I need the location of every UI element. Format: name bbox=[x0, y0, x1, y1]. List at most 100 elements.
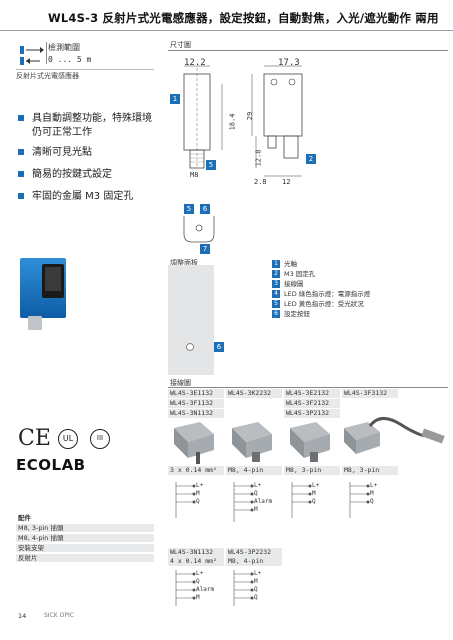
feature-item: 具自動調整功能，特殊環境仍可正常工作 bbox=[18, 112, 158, 140]
model-code: WL4S-3K2232 bbox=[226, 389, 282, 398]
dimensions-title: 尺寸圖 bbox=[168, 40, 448, 50]
models-divider bbox=[168, 387, 448, 388]
wire-label: Q bbox=[254, 586, 258, 593]
ecolab-logo: ECOLAB bbox=[16, 456, 86, 474]
wiring-diagrams bbox=[175, 482, 370, 522]
bullet-square-icon bbox=[18, 171, 24, 177]
models-title: 接線圖 bbox=[168, 378, 448, 388]
callout-marker: 1 bbox=[170, 94, 180, 104]
callout-marker: 2 bbox=[306, 154, 316, 164]
wiring-diagrams-row2 bbox=[175, 570, 254, 606]
wire-label: M bbox=[196, 594, 200, 601]
class-iii-icon: III bbox=[90, 429, 110, 449]
callout-marker: 7 bbox=[200, 244, 210, 254]
connection-spec: M8, 4-pin bbox=[226, 466, 282, 475]
ce-mark-icon: CE bbox=[18, 426, 51, 451]
wire-label: L+ bbox=[312, 482, 320, 489]
cable-sensor-photo bbox=[174, 422, 214, 464]
wire-label: Q bbox=[370, 498, 374, 505]
callout-marker: 5 bbox=[184, 204, 194, 214]
range-label: 檢測範圍 bbox=[48, 43, 80, 52]
connection-spec: 3 x 0.14 mm² bbox=[168, 466, 224, 475]
model-code: WL4S-3N1132 bbox=[168, 548, 224, 557]
product-photo bbox=[20, 258, 72, 332]
model-code: WL4S-3E2132 bbox=[284, 389, 340, 398]
model-code: WL4S-3E1132 bbox=[168, 389, 224, 398]
accessory-item: 反射片 bbox=[16, 554, 154, 563]
wire-label: Alarm bbox=[196, 586, 215, 593]
feature-item: 簡易的按鍵式設定 bbox=[18, 168, 158, 182]
wire-label: M bbox=[254, 506, 258, 513]
wire-label: M bbox=[312, 490, 316, 497]
sensor-type-icon bbox=[20, 44, 44, 66]
range-divider bbox=[46, 42, 47, 64]
wire-label: L+ bbox=[370, 482, 378, 489]
dim-height-side: 29 bbox=[246, 111, 255, 121]
accessory-item: M8, 3-pin 插頭 bbox=[16, 524, 154, 533]
pigtail-sensor-photo bbox=[344, 417, 445, 454]
adjust-panel bbox=[168, 265, 214, 375]
page-header bbox=[0, 0, 453, 30]
bullet-square-icon bbox=[18, 193, 24, 199]
dim-width-side: 17.3 bbox=[278, 58, 300, 68]
callout-marker: 6 bbox=[200, 204, 210, 214]
adjust-panel-detail bbox=[183, 216, 215, 243]
page-title: WL4S-3 反射片式光電感應器，設定按鈕，自動對焦，入光/遮光動作 兩用 bbox=[48, 11, 439, 25]
wire-label: L+ bbox=[196, 570, 204, 577]
feature-item: 牢固的金屬 M3 固定孔 bbox=[18, 190, 158, 204]
adjust-title: 調整面板 bbox=[168, 258, 264, 268]
wire-label: Q bbox=[254, 594, 258, 601]
wire-label: L+ bbox=[254, 482, 262, 489]
wire-label: L+ bbox=[254, 570, 262, 577]
connection-spec: M8, 4-pin bbox=[226, 557, 282, 566]
model-code: WL4S-3F2132 bbox=[284, 399, 340, 408]
model-code: WL4S-3P2232 bbox=[226, 548, 282, 557]
dim-bottom-offset: 2.8 bbox=[254, 178, 267, 186]
connection-spec: M8, 3-pin bbox=[284, 466, 340, 475]
connection-spec: 4 x 0.14 mm² bbox=[168, 557, 224, 566]
model-code: WL4S-3F3132 bbox=[342, 389, 398, 398]
dimensions-divider bbox=[168, 50, 448, 51]
dim-width-front: 12.2 bbox=[184, 58, 206, 68]
callout-marker: 6 bbox=[214, 342, 224, 352]
dim-bottom-width: 12 bbox=[282, 178, 291, 186]
model-code: WL4S-3P2132 bbox=[284, 409, 340, 418]
dim-height-connector: 12.8 bbox=[254, 149, 263, 167]
dimension-drawing bbox=[183, 65, 303, 177]
wire-label: M bbox=[196, 490, 200, 497]
callout-marker: 5 bbox=[206, 160, 216, 170]
header-divider bbox=[0, 30, 453, 31]
model-code: WL4S-3N1132 bbox=[168, 409, 224, 418]
ul-mark-icon: UL bbox=[58, 429, 78, 449]
bullet-square-icon bbox=[18, 115, 24, 121]
wire-label: Q bbox=[196, 578, 200, 585]
wire-label: L+ bbox=[196, 482, 204, 489]
page-number: 14 bbox=[18, 612, 27, 620]
accessory-item: M8, 4-pin 插頭 bbox=[16, 534, 154, 543]
feature-item: 清晰可見光點 bbox=[18, 146, 158, 160]
wire-label: Q bbox=[254, 490, 258, 497]
connection-spec: M8, 3-pin bbox=[342, 466, 398, 475]
accessories-title: 配件 bbox=[16, 514, 154, 523]
dim-height-front: 18.4 bbox=[228, 113, 237, 131]
accessories-table: 配件 M8, 3-pin 插頭 M8, 4-pin 插頭 安裝支架 反射片 bbox=[16, 514, 154, 564]
wire-label: Alarm bbox=[254, 498, 273, 505]
model-code: WL4S-3F1132 bbox=[168, 399, 224, 408]
dim-thread: M8 bbox=[190, 171, 199, 179]
m8-4pin-sensor-photo bbox=[232, 422, 272, 462]
wire-label: M bbox=[370, 490, 374, 497]
wire-label: Q bbox=[196, 498, 200, 505]
footer-brand: SICK OPIC bbox=[44, 612, 74, 619]
m8-3pin-sensor-photo bbox=[290, 422, 330, 462]
setting-button-icon bbox=[186, 343, 194, 351]
wire-label: Q bbox=[312, 498, 316, 505]
range-value: 0 ... 5 m bbox=[48, 55, 92, 64]
wire-label: M bbox=[254, 578, 258, 585]
bullet-square-icon bbox=[18, 149, 24, 155]
